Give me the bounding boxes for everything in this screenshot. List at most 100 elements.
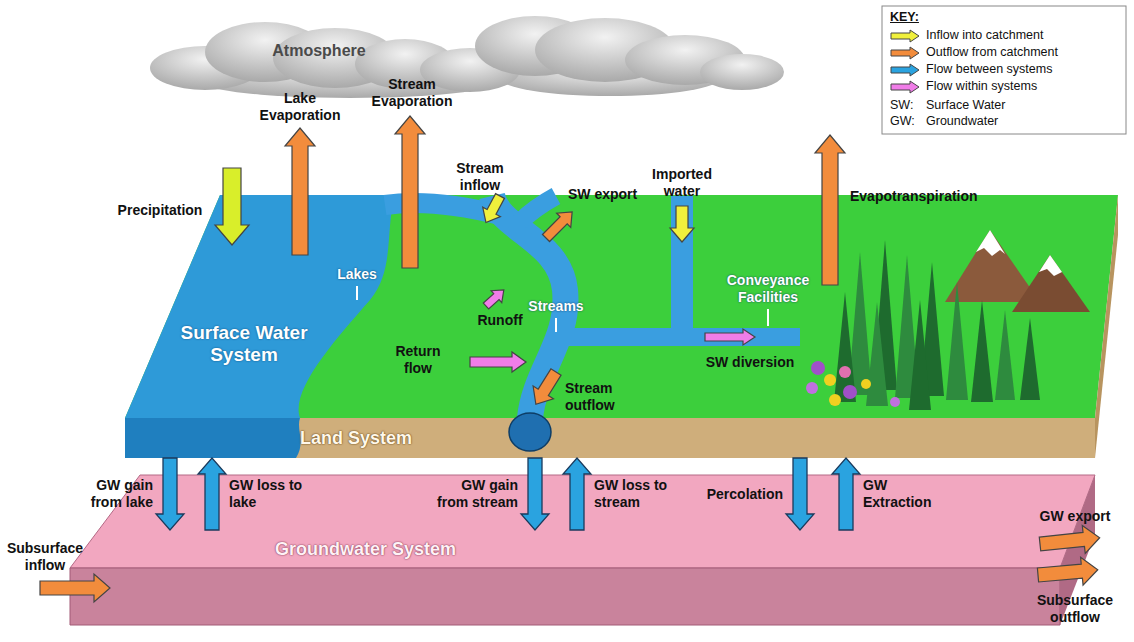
- exchange-label: GW Extraction: [863, 477, 943, 511]
- legend-swatch: [891, 81, 919, 93]
- streams: [385, 196, 800, 451]
- groundwater-slab: Groundwater System: [75, 530, 1068, 568]
- legend-swatch: [891, 64, 919, 76]
- streams: [509, 413, 551, 451]
- flow-arrow: [40, 116, 1101, 602]
- legend-text: Flow within systems: [926, 79, 1037, 93]
- land-slab: [125, 195, 1118, 458]
- legend-entry: Outflow from catchment: [890, 45, 1058, 60]
- mountains: [945, 230, 1090, 312]
- flow-arrow: [670, 206, 694, 242]
- key-text: GW:: [890, 114, 924, 129]
- flowers: [861, 379, 871, 389]
- exchange-label: GW gain from lake: [77, 477, 153, 511]
- flow-arrow: [215, 168, 249, 245]
- legend-swatch: [890, 29, 920, 43]
- flowers: [843, 385, 857, 399]
- lake: [125, 195, 395, 458]
- legend-swatch: [890, 46, 920, 60]
- trees: [834, 240, 1040, 410]
- atmosphere-cloud: Atmosphere: [230, 33, 408, 71]
- flowers: [829, 394, 841, 406]
- exchange-label: Percolation: [695, 486, 783, 503]
- system-name: Land System: [300, 418, 1103, 449]
- system-name: Atmosphere: [230, 33, 408, 61]
- flow-label: Stream outflow: [565, 380, 629, 414]
- lake: [125, 418, 301, 458]
- flow-label: Lake Evaporation: [250, 90, 350, 124]
- trees: [946, 282, 968, 400]
- flowers: [806, 382, 818, 394]
- flow-arrow: [1039, 524, 1102, 558]
- trees: [866, 302, 888, 406]
- flow-label: Lakes: [327, 266, 387, 283]
- exchange-arrow: [198, 458, 226, 530]
- flow-label: SW export: [568, 186, 648, 203]
- groundwater-slab: [70, 568, 1060, 625]
- flow-arrow: [705, 329, 755, 345]
- key-box: [882, 6, 1126, 134]
- land-slab: [1095, 195, 1118, 458]
- exchange-arrow: [832, 458, 860, 530]
- exchange-label: GW gain from stream: [430, 477, 518, 511]
- flowers: [839, 366, 851, 378]
- flow-label: Conveyance Facilities: [718, 272, 818, 306]
- exchange-arrow: [156, 458, 184, 530]
- mountains: [976, 230, 1005, 256]
- legend-swatch: [891, 47, 919, 59]
- flow-label: Imported water: [642, 166, 722, 200]
- flowers: [890, 397, 900, 407]
- flow-label: Streams: [524, 298, 588, 315]
- legend-entry: Flow within systems: [890, 79, 1037, 94]
- legend-text: Inflow into catchment: [926, 28, 1043, 42]
- legend-entry: Inflow into catchment: [890, 28, 1043, 43]
- system-name: Groundwater System: [75, 530, 1068, 560]
- flow-arrow: [285, 128, 315, 255]
- leader-line: [555, 318, 557, 332]
- exchange-arrow: [521, 458, 549, 530]
- mountains: [1039, 255, 1062, 276]
- legend-entry: Flow between systems: [890, 62, 1052, 77]
- flowers: [811, 361, 825, 375]
- flow-label: Evapotranspiration: [850, 188, 990, 205]
- legend-swatch: [890, 63, 920, 77]
- flow-arrow: [470, 352, 526, 372]
- key-box: [882, 6, 1126, 134]
- flow-label: Return flow: [390, 343, 446, 377]
- trees: [995, 310, 1015, 400]
- land-slab: [125, 418, 1095, 458]
- leader-line: [356, 286, 358, 300]
- streams: [671, 196, 693, 337]
- exchange-arrow: [563, 458, 591, 530]
- streams: [520, 196, 556, 222]
- mountains: [1012, 255, 1090, 312]
- exchange-label: GW loss to stream: [594, 477, 682, 511]
- land-slab: [125, 195, 1118, 418]
- flow-label: Stream Evaporation: [362, 76, 462, 110]
- flow-arrow: [477, 191, 509, 227]
- key-text: Surface Water: [926, 98, 1076, 113]
- key-text: KEY:: [890, 10, 950, 25]
- key-text: Groundwater: [926, 114, 1076, 129]
- legend-swatch: [891, 30, 919, 42]
- mountains: [945, 230, 1040, 302]
- cloud: [700, 54, 784, 90]
- flow-label: Precipitation: [110, 202, 210, 219]
- trees: [971, 300, 993, 402]
- flow-arrow: [815, 135, 845, 285]
- flow-label: Subsurface inflow: [2, 540, 88, 574]
- flow-label: Runoff: [470, 312, 530, 329]
- exchange-arrow: [786, 458, 814, 530]
- leader-line: [767, 309, 769, 326]
- cloud: [150, 16, 784, 98]
- system-name: Surface Water System: [150, 300, 338, 366]
- legend-text: Flow between systems: [926, 62, 1052, 76]
- legend-swatch: [890, 80, 920, 94]
- trees: [1020, 318, 1040, 400]
- flowers: [806, 361, 900, 407]
- flow-arrow: [539, 205, 579, 245]
- flow-label: Subsurface outflow: [1032, 592, 1118, 626]
